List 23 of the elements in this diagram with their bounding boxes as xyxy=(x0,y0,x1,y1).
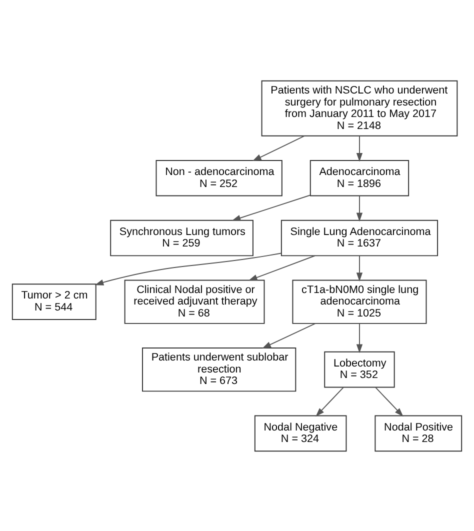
arrow xyxy=(232,194,310,220)
arrow xyxy=(356,322,363,353)
arrow xyxy=(262,322,316,348)
node-box: Nodal Negative N = 324 xyxy=(254,414,347,452)
node-box: Lobectomy N = 352 xyxy=(324,350,395,388)
node-box: cT1a-bN0M0 single lung adenocarcinoma N = 1025 xyxy=(292,279,427,324)
arrow xyxy=(375,386,404,416)
node-box: Patients underwent sublobar resection N = 673 xyxy=(142,347,296,392)
node-box: Non - adenocarcinoma N = 252 xyxy=(156,159,282,196)
arrow xyxy=(252,134,305,161)
node-box: Synchronous Lung tumors N = 259 xyxy=(110,219,254,256)
arrow xyxy=(356,194,363,222)
arrow xyxy=(94,252,282,285)
node-box: Nodal Positive N = 28 xyxy=(374,414,462,452)
node-box: Single Lung Adenocarcinoma N = 1637 xyxy=(280,219,438,256)
node-box: Patients with NSCLC who underwent surgery for pulmonary resection from January 2011 to May 2017 N = 2148 xyxy=(261,80,458,136)
node-box: Adenocarcinoma N = 1896 xyxy=(310,159,410,196)
node-box: Tumor > 2 cm N = 544 xyxy=(12,283,96,320)
node-box: Clinical Nodal positive or received adjuvant therapy N = 68 xyxy=(124,279,265,324)
arrow xyxy=(356,254,363,281)
arrow xyxy=(248,254,316,280)
arrow xyxy=(356,135,363,162)
arrow xyxy=(316,386,344,416)
